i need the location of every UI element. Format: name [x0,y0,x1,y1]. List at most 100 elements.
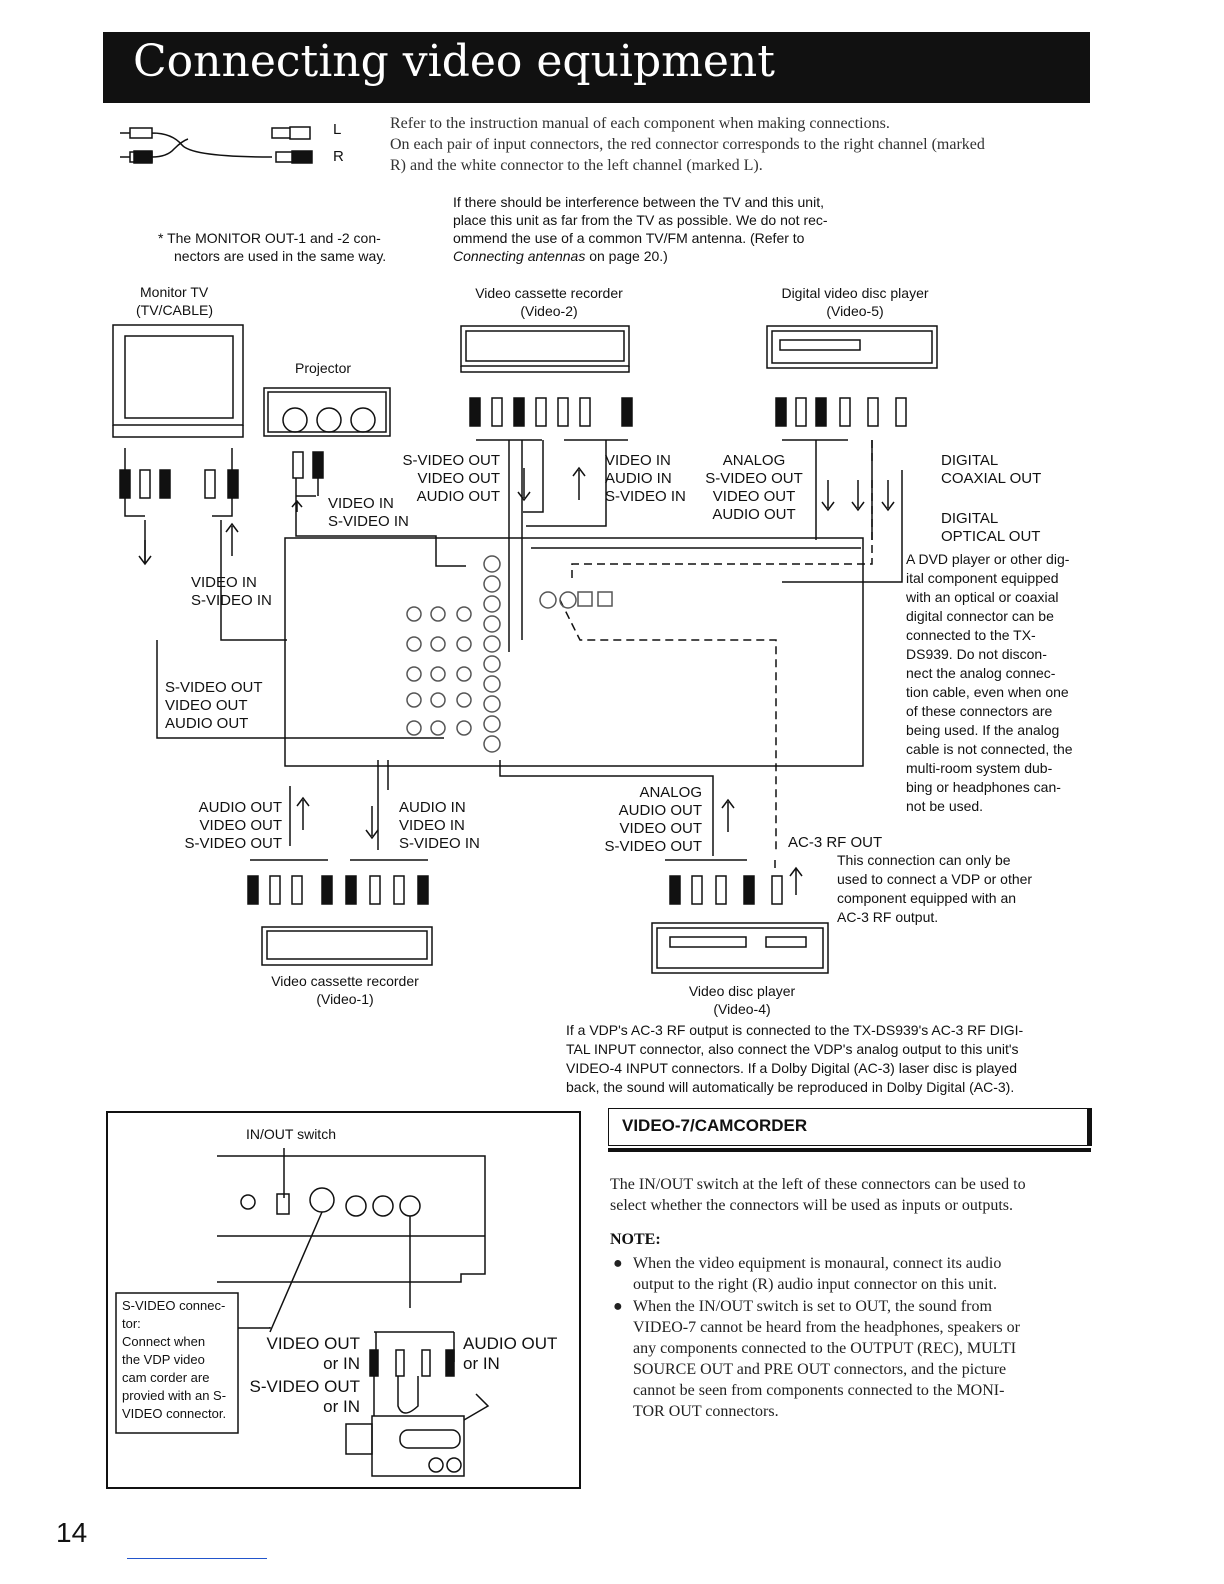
para-line: The IN/OUT switch at the left of these c… [610,1176,1026,1193]
para-line: TOR OUT connectors. [633,1403,779,1420]
note-line: the VDP video [122,1352,205,1367]
connection-label: S-VIDEO IN [399,835,480,852]
dvd-note: A DVD player or other dig- ital componen… [906,550,1084,816]
projector-label: Projector [295,360,352,376]
inout-switch-label: IN/OUT switch [246,1126,336,1142]
note-line: ommend the use of a common TV/FM antenna… [453,230,805,246]
note-line: nectors are used in the same way. [174,248,387,264]
note-line: S-VIDEO connec- [122,1298,226,1313]
device-name: (Video-5) [826,303,884,319]
note-line: DS939. Do not discon- [906,646,1047,662]
note-text: on page 20.) [585,248,668,264]
note-line: component equipped with an [837,890,1017,906]
vcr1-out-labels: AUDIO OUT VIDEO OUT S-VIDEO OUT [180,799,282,853]
page-number: 14 [56,1517,88,1548]
vcr2-out-labels: S-VIDEO OUT VIDEO OUT AUDIO OUT [400,452,500,506]
note-line: bing or headphones can- [906,779,1061,795]
connection-label: OPTICAL OUT [941,528,1041,545]
connection-label: VIDEO IN [191,574,257,591]
note-line: back, the sound will automatically be re… [566,1079,1015,1095]
device-name: Monitor TV [140,284,209,300]
note-line: of these connectors are [906,703,1053,719]
note-line: VIDEO connector. [122,1406,227,1421]
dvd-analog-labels: ANALOG S-VIDEO OUT VIDEO OUT AUDIO OUT [700,452,808,524]
para-line: SOURCE OUT and PRE OUT connectors, and t… [633,1361,1007,1378]
note-line: used to connect a VDP or other [837,871,1033,887]
note-line: nect the analog connec- [906,665,1056,681]
note-line: TAL INPUT connector, also connect the VD… [566,1041,1019,1057]
tv-out-labels: S-VIDEO OUT VIDEO OUT AUDIO OUT [165,679,263,733]
note-line: tion cable, even when one [906,684,1069,700]
note-line: not be used. [906,798,984,814]
connection-label: VIDEO OUT [199,817,282,834]
note-line: A DVD player or other dig- [906,551,1070,567]
connection-label: ANALOG [639,784,702,801]
monitor-note: * The MONITOR OUT-1 and -2 con- nectors … [158,229,386,265]
device-name: Video disc player [688,983,796,999]
section-heading-box: VIDEO-7/CAMCORDER [608,1108,1092,1146]
dvd-label: Digital video disc player (Video-5) [772,284,938,320]
reference-link-text: Connecting antennas [453,248,586,264]
connection-label: AUDIO IN [399,799,466,816]
connection-label: S-VIDEO OUT [604,838,702,855]
connection-label: ANALOG [722,452,786,469]
connection-label: AUDIO OUT [416,488,500,505]
note-item-2: ● When the IN/OUT switch is set to OUT, … [613,1296,1020,1422]
para-line: select whether the connectors will be us… [610,1197,1014,1214]
monitor-tv-label: Monitor TV (TV/CABLE) [136,283,220,319]
connection-label: S-VIDEO OUT [184,835,282,852]
note-line: This connection can only be [837,852,1011,868]
note-line: AC-3 RF output. [837,909,939,925]
connection-label: DIGITAL [941,510,999,527]
note-line: If there should be interference between … [453,194,824,210]
note-line: tor: [122,1316,141,1331]
connection-label: VIDEO OUT [165,697,248,714]
cable-label-l: L [333,121,342,138]
note-line: If a VDP's AC-3 RF output is connected t… [566,1022,1024,1038]
para-line: output to the right (R) audio input conn… [633,1276,997,1293]
ac3-rf-out-label: AC-3 RF OUT [788,834,883,851]
vcr2-in-labels: VIDEO IN AUDIO IN S-VIDEO IN [605,452,686,506]
cable-label-r: R [333,148,344,165]
title-bar [103,32,1090,103]
ac3-note: This connection can only be used to conn… [837,851,1052,927]
connection-label: S-VIDEO OUT [705,470,803,487]
svideo-note: S-VIDEO connec- tor: Connect when the VD… [122,1297,226,1423]
footer-rule [127,1558,267,1559]
note-line: provied with an S- [122,1388,227,1403]
para-line: cannot be seen from components connected… [633,1382,1005,1399]
connection-label: AUDIO IN [605,470,672,487]
para-line: VIDEO-7 cannot be heard from the headpho… [633,1319,1020,1336]
note-line: cam corder are [122,1370,210,1385]
connection-label: VIDEO OUT [266,1334,360,1353]
intro-line: Refer to the instruction manual of each … [390,115,890,132]
section-rule [608,1148,1091,1152]
bullet-icon: ● [613,1255,623,1272]
tv-in-labels: VIDEO IN S-VIDEO IN [191,574,272,610]
note-line: digital connector can be [906,608,1054,624]
connection-label: VIDEO IN [605,452,671,469]
digital-coaxial-labels: DIGITAL COAXIAL OUT [941,452,1041,488]
para-line: When the IN/OUT switch is set to OUT, th… [633,1298,992,1315]
digital-optical-labels: DIGITAL OPTICAL OUT [941,510,1040,546]
connection-label: or IN [463,1354,500,1373]
connection-label: S-VIDEO OUT [165,679,263,696]
section-heading: VIDEO-7/CAMCORDER [622,1116,808,1135]
note-line: ital component equipped [906,570,1059,586]
connection-label: or IN [323,1354,360,1373]
vcr1-in-labels: AUDIO IN VIDEO IN S-VIDEO IN [399,799,480,853]
connection-label: VIDEO OUT [619,820,702,837]
device-name: (TV/CABLE) [136,302,214,318]
intro-line: On each pair of input connectors, the re… [390,136,985,153]
connection-label: VIDEO OUT [712,488,796,505]
note-line: * The MONITOR OUT-1 and -2 con- [158,230,381,246]
projector-svideo-in: S-VIDEO IN [328,513,409,530]
para-line: any components connected to the OUTPUT (… [633,1340,1017,1357]
connection-label: or IN [323,1397,360,1416]
device-name: (Video-1) [316,991,374,1007]
cam-audio-labels: AUDIO OUT or IN [463,1334,557,1374]
page-title: Connecting video equipment [133,36,775,87]
note-line: multi-room system dub- [906,760,1053,776]
connection-label: AUDIO OUT [463,1334,558,1353]
connection-label: S-VIDEO OUT [249,1377,360,1396]
